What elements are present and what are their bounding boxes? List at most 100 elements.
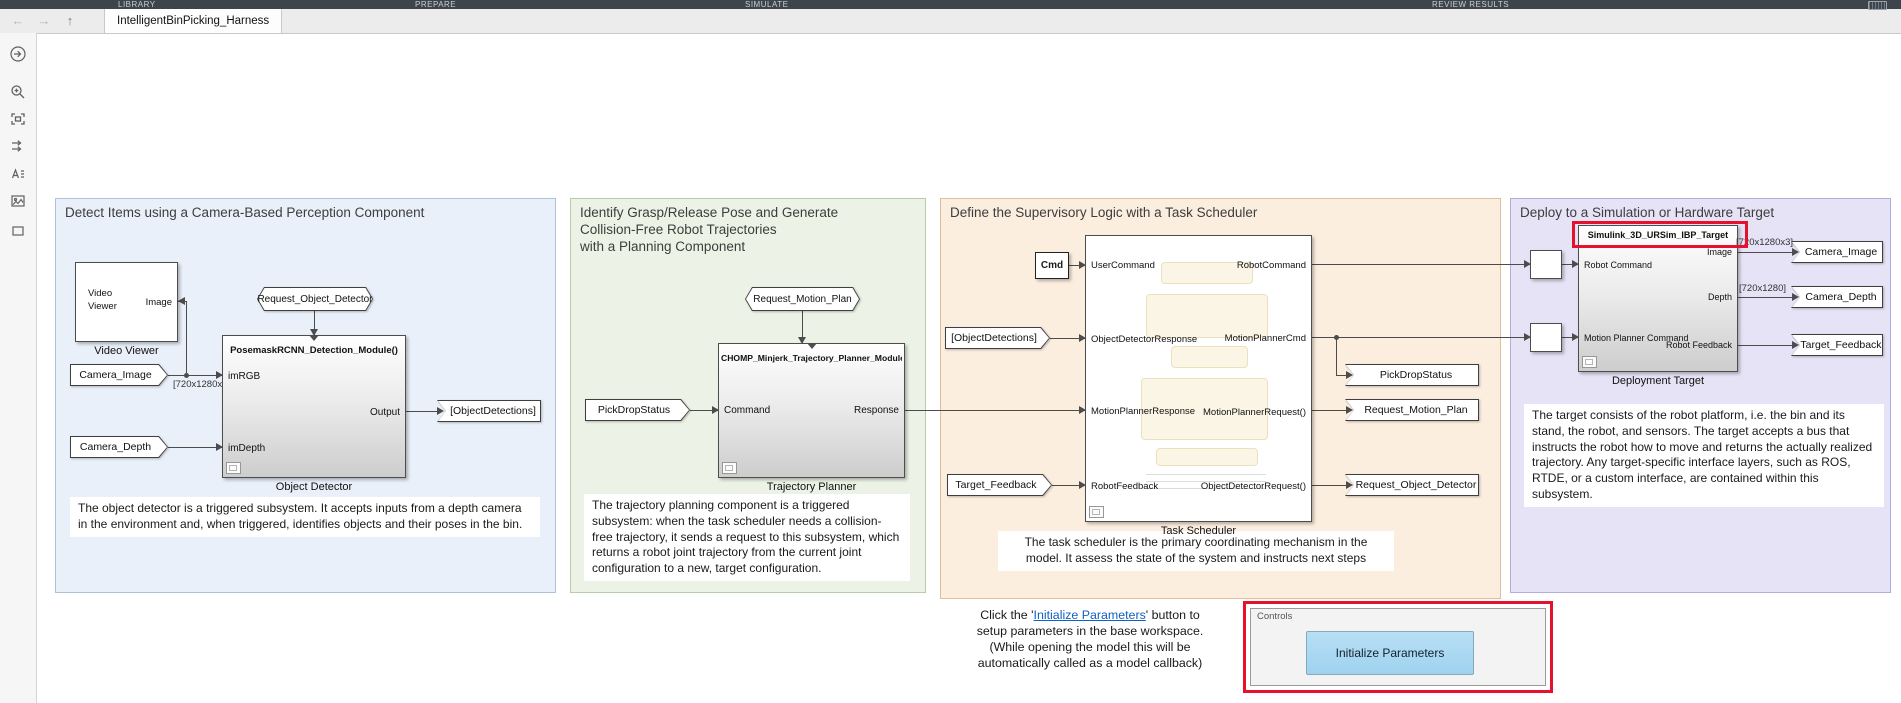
target-feedback-input-tag[interactable]: Target_Feedback bbox=[947, 474, 1052, 496]
back-icon[interactable]: ← bbox=[11, 13, 25, 28]
ribbon-section: PREPARE bbox=[415, 0, 457, 9]
subsystem-badge-icon[interactable] bbox=[1582, 356, 1597, 368]
dimension-annotation: [720x1280x3] bbox=[173, 379, 231, 390]
model-tab[interactable]: IntelligentBinPicking_Harness bbox=[104, 9, 283, 33]
imrgb-port: imRGB bbox=[228, 371, 261, 382]
highlight-controls-box: Controls Initialize Parameters bbox=[1243, 601, 1553, 693]
instruction-text: ' button to setup parameters in the base… bbox=[976, 608, 1204, 671]
ribbon-section: LIBRARY bbox=[118, 0, 156, 9]
object-detections-from-tag[interactable]: [ObjectDetections] bbox=[945, 327, 1050, 349]
state-preview bbox=[1156, 448, 1258, 466]
video-viewer-block[interactable]: Video Viewer Image bbox=[75, 262, 178, 342]
trajectory-planner-label: Trajectory Planner bbox=[766, 481, 857, 493]
tag-label: Camera_Depth bbox=[1805, 291, 1877, 303]
model-canvas[interactable]: Detect Items using a Camera-Based Percep… bbox=[36, 33, 1901, 703]
signal-wire bbox=[1312, 264, 1530, 265]
object-detections-goto-tag[interactable]: [ObjectDetections] bbox=[437, 400, 541, 422]
request-object-detector-trigger-block[interactable]: Request_Object_Detector bbox=[257, 287, 373, 311]
signal-wire bbox=[1312, 410, 1351, 411]
trigger-label: Request_Object_Detector bbox=[257, 293, 373, 305]
task-scheduler-label: Task Scheduler bbox=[1160, 525, 1237, 537]
camera-image-input-tag[interactable]: Camera_Image bbox=[70, 364, 168, 386]
robotcommand-port: RobotCommand bbox=[1236, 260, 1306, 271]
table-preview-line bbox=[1146, 481, 1266, 482]
pickdropstatus-output-tag[interactable]: PickDropStatus bbox=[1345, 364, 1479, 386]
tag-label: Target_Feedback bbox=[1800, 339, 1882, 351]
signal-wire bbox=[1562, 337, 1578, 338]
signal-wire bbox=[690, 410, 718, 411]
pickdropstatus-input-tag[interactable]: PickDropStatus bbox=[585, 399, 690, 421]
request-motion-plan-trigger-block[interactable]: Request_Motion_Plan bbox=[745, 287, 860, 311]
tab-bar: ← → ↑ IntelligentBinPicking_Harness bbox=[0, 9, 1901, 34]
conversion-block[interactable] bbox=[1530, 323, 1562, 352]
subsystem-badge-icon[interactable] bbox=[722, 462, 737, 474]
tag-label: [ObjectDetections] bbox=[951, 332, 1037, 344]
cmd-label: Cmd bbox=[1040, 260, 1064, 271]
request-motion-plan-output-tag[interactable]: Request_Motion_Plan bbox=[1345, 399, 1479, 421]
motionplannerrequest-port: MotionPlannerRequest() bbox=[1203, 407, 1306, 418]
scheduler-description: The task scheduler is the primary coordi… bbox=[998, 531, 1394, 571]
tag-label: PickDropStatus bbox=[597, 404, 671, 416]
tag-label: [ObjectDetections] bbox=[450, 405, 536, 417]
arrowhead-icon bbox=[178, 297, 185, 305]
target-feedback-output-tag[interactable]: Target_Feedback bbox=[1791, 334, 1883, 356]
camera-image-output-tag[interactable]: Camera_Image bbox=[1791, 241, 1883, 263]
forward-arrow-icon[interactable] bbox=[9, 45, 27, 63]
signal-wire bbox=[168, 375, 222, 376]
arrowhead-icon bbox=[1572, 260, 1579, 268]
deployment-target-block[interactable]: Simulink_3D_URSim_IBP_Target Robot Comma… bbox=[1578, 225, 1738, 372]
arrowhead-icon bbox=[216, 443, 223, 451]
request-object-detector-output-tag[interactable]: Request_Object_Detector bbox=[1345, 474, 1479, 496]
task-scheduler-chart[interactable]: UserCommand ObjectDetectorResponse Motio… bbox=[1085, 235, 1312, 522]
up-to-parent-icon[interactable]: ↑ bbox=[66, 13, 74, 28]
output-port: Output bbox=[369, 407, 400, 418]
trajectory-planner-block[interactable]: CHOMP_Minjerk_Trajectory_Planner_Module(… bbox=[718, 343, 905, 478]
conversion-block[interactable] bbox=[1530, 250, 1562, 279]
depth-port: Depth bbox=[1707, 292, 1732, 302]
arrowhead-icon bbox=[1524, 260, 1531, 268]
signal-wire bbox=[1068, 265, 1085, 266]
signal-wire bbox=[1336, 338, 1337, 376]
instruction-text: Click the ' bbox=[980, 608, 1034, 622]
trigger-port-icon bbox=[309, 335, 319, 341]
arrowhead-icon bbox=[798, 337, 806, 344]
keyboard-icon[interactable] bbox=[1868, 1, 1887, 10]
signal-wire bbox=[905, 410, 1085, 411]
object-detector-header: PosemaskRCNN_Detection_Module() bbox=[230, 345, 398, 356]
arrowhead-icon bbox=[1572, 333, 1579, 341]
dimension-annotation: [720x1280x3] bbox=[1736, 237, 1794, 248]
signal-wire bbox=[1312, 485, 1351, 486]
zoom-icon[interactable] bbox=[9, 83, 27, 101]
arrowhead-icon bbox=[216, 371, 223, 379]
area-annotation-icon[interactable] bbox=[9, 222, 27, 240]
signal-wire bbox=[1738, 297, 1797, 298]
text-annotation-icon[interactable] bbox=[9, 165, 27, 183]
signal-wire bbox=[1312, 337, 1530, 338]
signal-wire bbox=[406, 411, 442, 412]
stateflow-badge-icon[interactable] bbox=[1089, 506, 1104, 518]
signal-wire bbox=[1738, 252, 1797, 253]
trigger-label: Request_Motion_Plan bbox=[753, 293, 852, 305]
subsystem-badge-icon[interactable] bbox=[226, 462, 241, 474]
motionplannercmd-port: MotionPlannerCmd bbox=[1224, 333, 1306, 344]
camera-depth-output-tag[interactable]: Camera_Depth bbox=[1791, 286, 1883, 308]
deployment-description: The target consists of the robot platfor… bbox=[1524, 404, 1884, 507]
push-arrows-icon[interactable] bbox=[9, 137, 27, 155]
response-port: Response bbox=[853, 405, 899, 416]
wire-junction-dot bbox=[1334, 335, 1339, 340]
trajectory-planner-header: CHOMP_Minjerk_Trajectory_Planner_Module(… bbox=[721, 353, 902, 363]
planning-description: The trajectory planning component is a t… bbox=[584, 494, 910, 582]
image-annotation-icon[interactable] bbox=[9, 192, 27, 210]
initialize-parameters-link[interactable]: Initialize Parameters bbox=[1033, 608, 1146, 622]
forward-icon[interactable]: → bbox=[37, 13, 51, 28]
object-detector-block[interactable]: PosemaskRCNN_Detection_Module() imRGB im… bbox=[222, 335, 406, 478]
cmd-block[interactable]: Cmd bbox=[1035, 252, 1069, 279]
fit-to-view-icon[interactable] bbox=[9, 110, 27, 128]
camera-depth-input-tag[interactable]: Camera_Depth bbox=[70, 436, 168, 458]
signal-wire bbox=[314, 311, 315, 335]
tag-label: Camera_Image bbox=[1804, 246, 1878, 258]
controls-label: Controls bbox=[1257, 611, 1293, 622]
motionplannerresponse-port: MotionPlannerResponse bbox=[1091, 406, 1196, 417]
initialize-parameters-button[interactable]: Initialize Parameters bbox=[1306, 631, 1474, 675]
